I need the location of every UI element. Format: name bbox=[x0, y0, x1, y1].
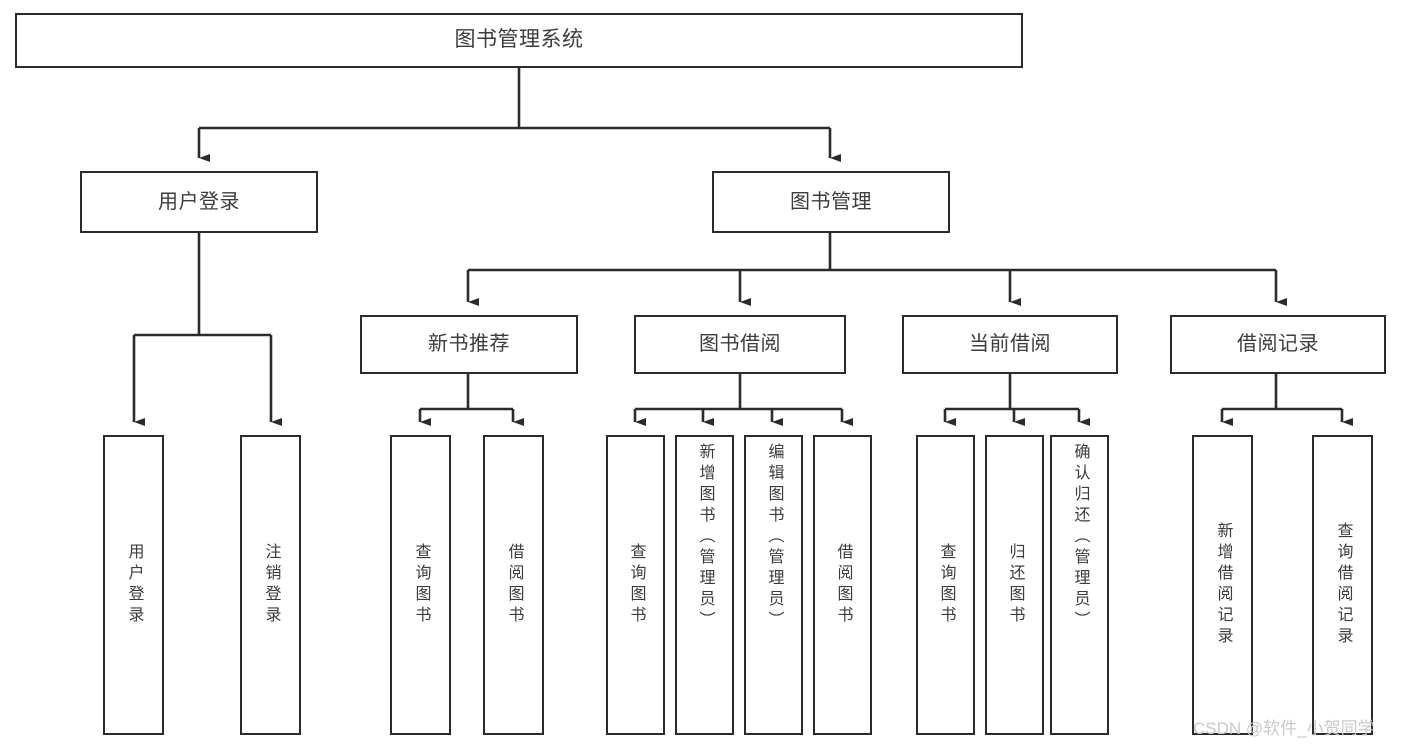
leaf-add-record[interactable]: 新增借阅记录 bbox=[1192, 435, 1253, 735]
leaf-logout[interactable]: 注销登录 bbox=[240, 435, 301, 735]
leaf-return-book-label: 归还图书 bbox=[1006, 543, 1024, 627]
csdn-watermark: CSDN @软件_小贺同学 bbox=[1193, 719, 1375, 738]
leaf-add-book-label: 新增图书（管理员） bbox=[696, 443, 714, 632]
node-book-borrow[interactable]: 图书借阅 bbox=[634, 315, 846, 374]
leaf-query-record[interactable]: 查询借阅记录 bbox=[1312, 435, 1373, 735]
node-new-book-recommend-label: 新书推荐 bbox=[428, 333, 510, 355]
leaf-query-book-2-label: 查询图书 bbox=[627, 543, 645, 627]
leaf-borrow-book-2-label: 借阅图书 bbox=[834, 543, 852, 627]
node-current-borrow[interactable]: 当前借阅 bbox=[902, 315, 1118, 374]
leaf-query-book-3[interactable]: 查询图书 bbox=[916, 435, 975, 735]
leaf-query-record-label: 查询借阅记录 bbox=[1334, 522, 1352, 648]
leaf-confirm-return[interactable]: 确认归还（管理员） bbox=[1050, 435, 1109, 735]
node-book-management[interactable]: 图书管理 bbox=[712, 171, 950, 233]
node-root-system[interactable]: 图书管理系统 bbox=[15, 13, 1023, 68]
leaf-query-book-3-label: 查询图书 bbox=[937, 543, 955, 627]
node-user-login[interactable]: 用户登录 bbox=[80, 171, 318, 233]
node-book-borrow-label: 图书借阅 bbox=[699, 333, 781, 355]
node-book-management-label: 图书管理 bbox=[790, 190, 872, 213]
leaf-query-book-1[interactable]: 查询图书 bbox=[390, 435, 451, 735]
leaf-user-login-label: 用户登录 bbox=[125, 543, 143, 627]
node-borrow-record[interactable]: 借阅记录 bbox=[1170, 315, 1386, 374]
leaf-user-login[interactable]: 用户登录 bbox=[103, 435, 164, 735]
leaf-borrow-book-2[interactable]: 借阅图书 bbox=[813, 435, 872, 735]
leaf-edit-book-label: 编辑图书（管理员） bbox=[765, 443, 783, 632]
leaf-return-book[interactable]: 归还图书 bbox=[985, 435, 1044, 735]
leaf-borrow-book-1[interactable]: 借阅图书 bbox=[483, 435, 544, 735]
node-user-login-label: 用户登录 bbox=[158, 190, 240, 213]
leaf-query-book-2[interactable]: 查询图书 bbox=[606, 435, 665, 735]
leaf-add-record-label: 新增借阅记录 bbox=[1214, 522, 1232, 648]
leaf-confirm-return-label: 确认归还（管理员） bbox=[1071, 443, 1089, 632]
leaf-add-book[interactable]: 新增图书（管理员） bbox=[675, 435, 734, 735]
leaf-edit-book[interactable]: 编辑图书（管理员） bbox=[744, 435, 803, 735]
node-borrow-record-label: 借阅记录 bbox=[1237, 333, 1319, 355]
leaf-borrow-book-1-label: 借阅图书 bbox=[505, 543, 523, 627]
node-root-system-label: 图书管理系统 bbox=[454, 28, 584, 52]
leaf-logout-label: 注销登录 bbox=[262, 543, 280, 627]
node-new-book-recommend[interactable]: 新书推荐 bbox=[360, 315, 578, 374]
leaf-query-book-1-label: 查询图书 bbox=[412, 543, 430, 627]
node-current-borrow-label: 当前借阅 bbox=[969, 333, 1051, 355]
